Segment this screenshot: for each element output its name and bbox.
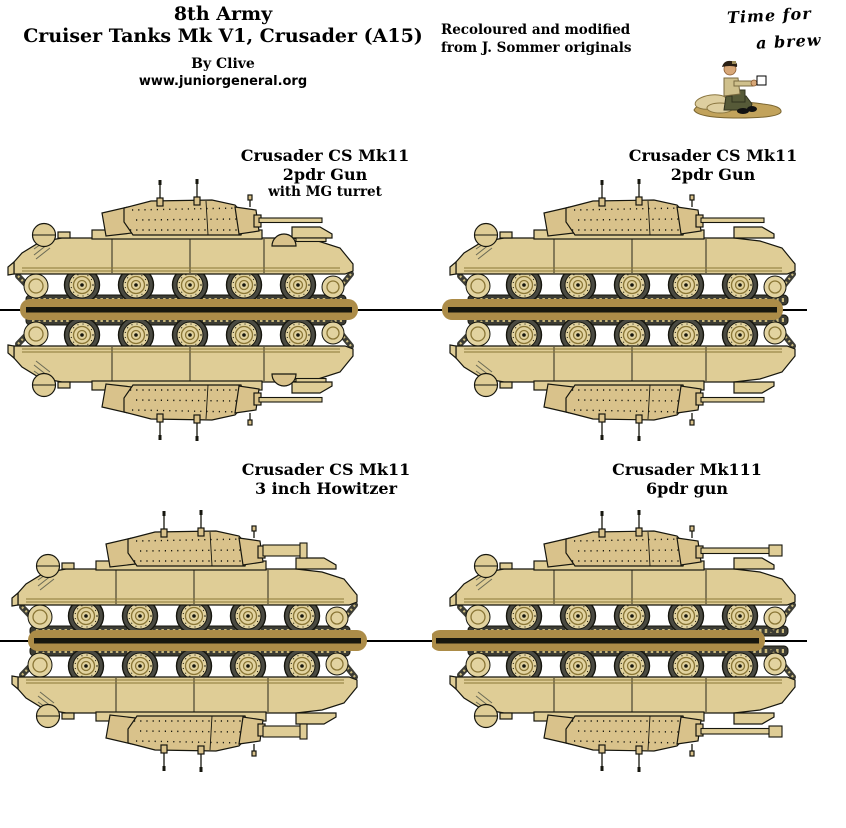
unit-label-2: Crusader CS Mk11 3 inch Howitzer: [126, 460, 526, 498]
fold-line-bottom: [0, 640, 807, 642]
soldier-drinking-tea-illustration: [693, 60, 782, 119]
unit-gun: 3 inch Howitzer: [254, 479, 398, 498]
website-url: www.juniorgeneral.org: [138, 74, 308, 89]
unit-name: Crusader CS Mk11: [628, 146, 798, 165]
fold-line-top: [0, 309, 807, 311]
unit-gun: 2pdr Gun: [670, 165, 756, 184]
author-byline: By Clive: [191, 56, 255, 72]
credit-note: Recoloured and modified from J. Sommer o…: [441, 21, 631, 57]
unit-label-1: Crusader CS Mk11 2pdr Gun: [513, 146, 846, 184]
unit-crusader-cs-mk11-2pdr: [432, 175, 846, 445]
tank-illustration-bottom-right: [432, 506, 846, 776]
unit-name: Crusader CS Mk11: [240, 146, 410, 165]
unit-crusader-mk111-6pdr: [432, 506, 846, 776]
unit-gun: 2pdr Gun: [282, 165, 368, 184]
unit-label-3: Crusader Mk111 6pdr gun: [487, 460, 846, 498]
sheet-title-line2: Cruiser Tanks Mk V1, Crusader (A15): [23, 25, 423, 47]
unit-name: Crusader CS Mk11: [241, 460, 411, 479]
credit-line1: Recoloured and modified: [441, 22, 631, 38]
sheet-title-line1: 8th Army: [173, 3, 273, 25]
credit-line2: from J. Sommer originals: [441, 40, 632, 56]
unit-note: with MG turret: [268, 184, 382, 200]
unit-crusader-cs-mk11-2pdr-mg-turret: [0, 175, 423, 445]
tank-illustration-bottom-left: [0, 506, 367, 776]
tank-illustration-top-left: [0, 175, 358, 445]
doodle-caption-line1: Time for: [726, 3, 813, 28]
doodle-caption-line2: a brew: [755, 30, 822, 53]
sheet-title-block: 8th Army Cruiser Tanks Mk V1, Crusader (…: [0, 3, 446, 90]
unit-crusader-cs-mk11-3inch-howitzer: [0, 506, 423, 776]
unit-gun: 6pdr gun: [646, 479, 728, 498]
tank-illustration-top-right: [442, 175, 846, 445]
unit-name: Crusader Mk111: [612, 460, 762, 479]
unit-label-0: Crusader CS Mk11 2pdr Gun with MG turret: [125, 146, 525, 200]
